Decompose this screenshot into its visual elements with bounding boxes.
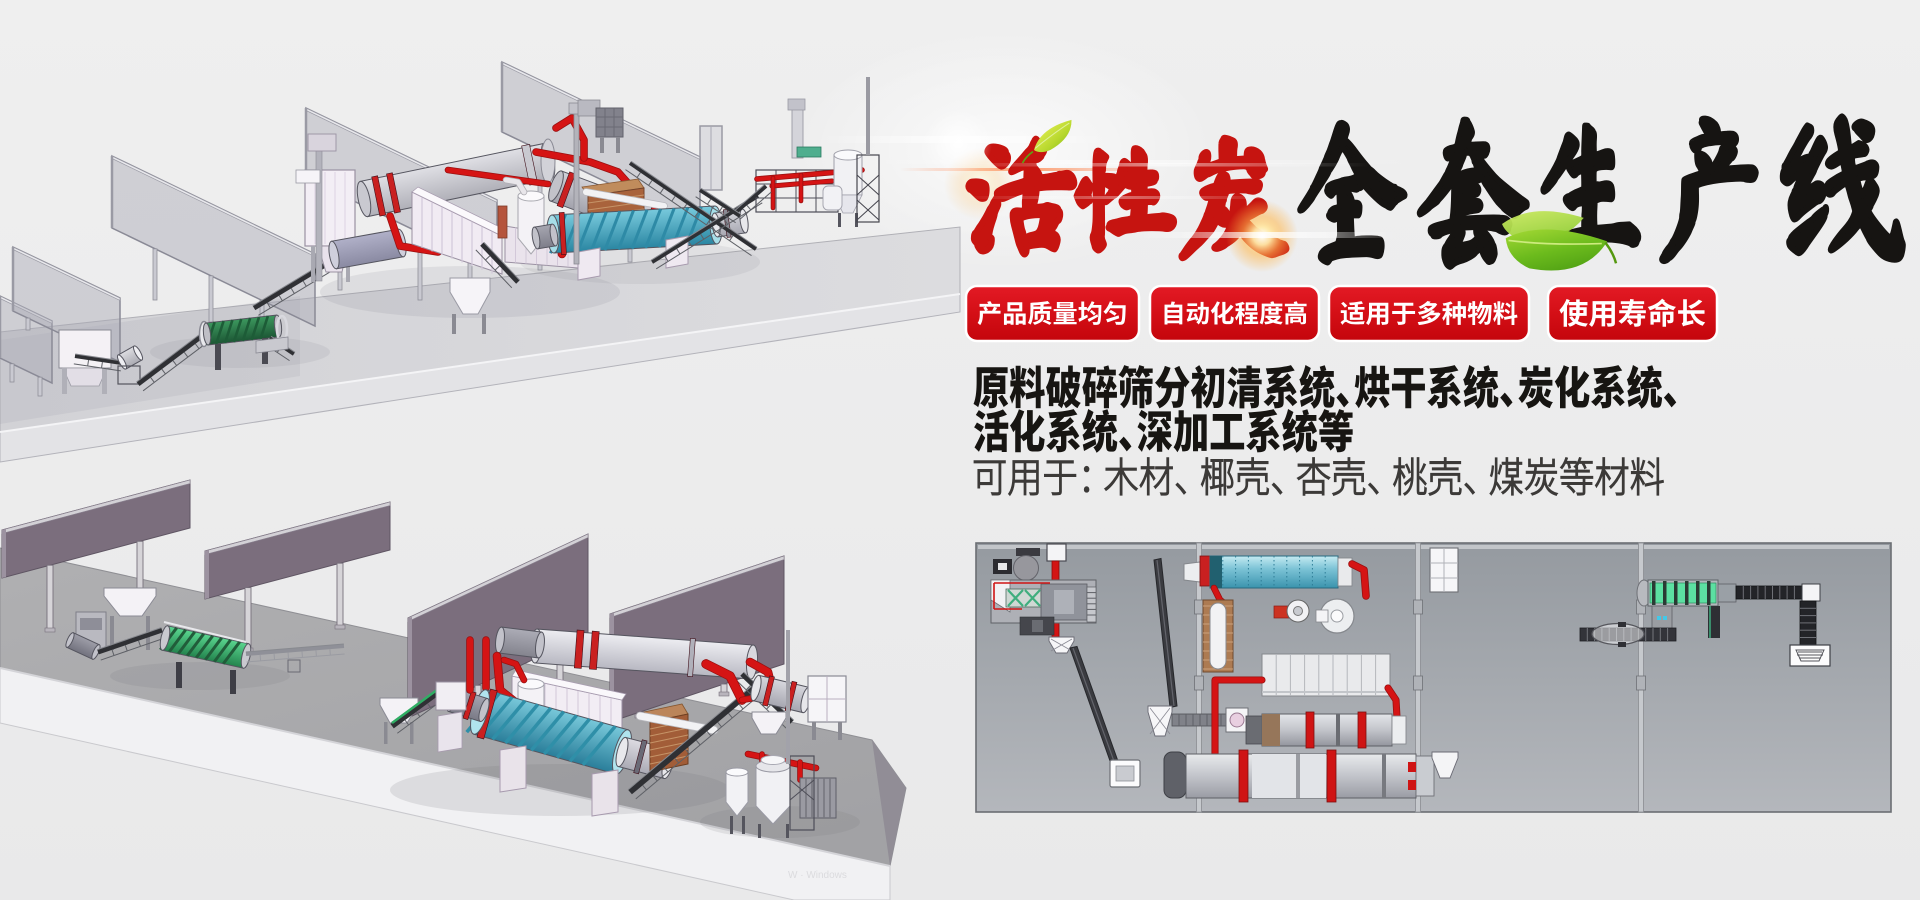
svg-text:W · Windows: W · Windows — [788, 870, 847, 881]
